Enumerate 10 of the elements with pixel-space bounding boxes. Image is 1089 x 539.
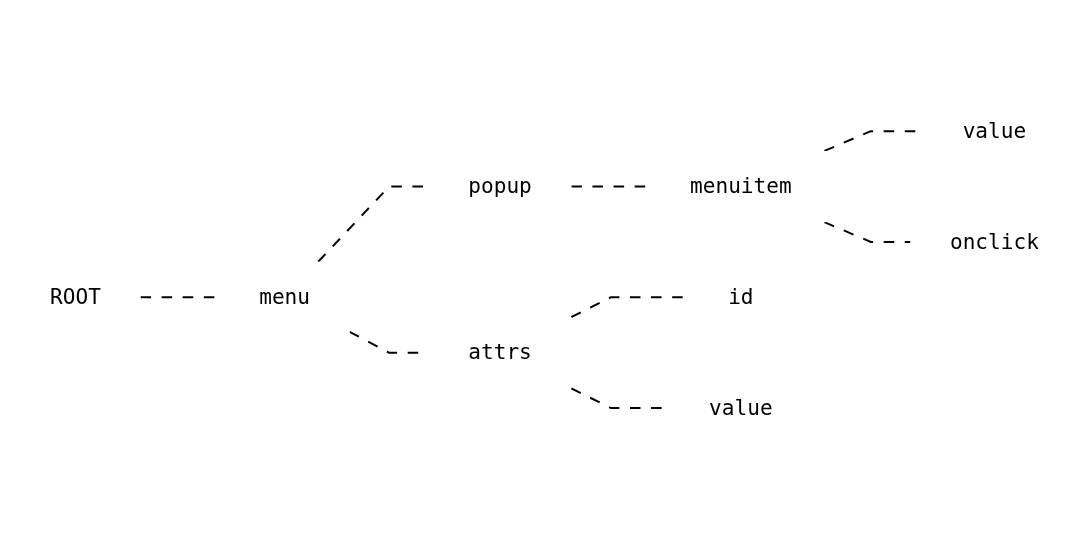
node-text: menu [259,284,311,310]
node-text: id [728,284,754,310]
connector [823,221,912,243]
node-text: onclick [949,228,1039,254]
node-text: menuitem [690,173,792,199]
node-text: ROOT [50,284,101,310]
node-text: value [709,394,773,420]
node-text: popup [468,173,532,199]
node-text: attrs [468,339,532,365]
node-text: value [962,117,1027,143]
